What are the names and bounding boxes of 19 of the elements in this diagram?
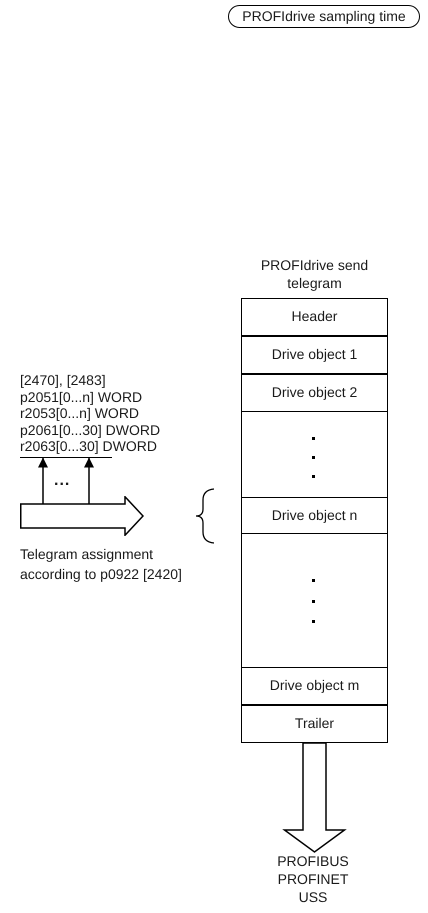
parameter-text: r2053[0...n] WORD xyxy=(20,405,140,422)
block-arrow xyxy=(282,742,347,853)
telegram-field: Drive object 1 xyxy=(241,336,388,374)
telegram-field: Drive object m xyxy=(241,667,388,705)
ellipsis-label: ... xyxy=(54,472,70,490)
arrow xyxy=(84,458,94,504)
bus-name: PROFINET xyxy=(278,870,348,888)
bus-name: USS xyxy=(298,888,328,906)
telegram-field: Drive object 2 xyxy=(241,374,388,412)
column-heading: PROFIdrive send telegram xyxy=(260,256,370,292)
bus-name: PROFIBUS xyxy=(277,852,349,870)
parameter-text: [2470], [2483] xyxy=(20,372,106,388)
caption-text: Telegram assignment according to p0922 [2420] xyxy=(20,545,183,584)
rounded-label-box: PROFIdrive sampling time xyxy=(228,5,420,28)
parameter-text: p2051[0...n] WORD xyxy=(20,388,142,405)
arrow xyxy=(38,458,48,504)
telegram-field: Drive object n xyxy=(241,497,388,534)
parameter-text: p2061[0...30] DWORD xyxy=(20,422,160,438)
parameter-text: r2063[0...30] DWORD xyxy=(20,438,157,454)
